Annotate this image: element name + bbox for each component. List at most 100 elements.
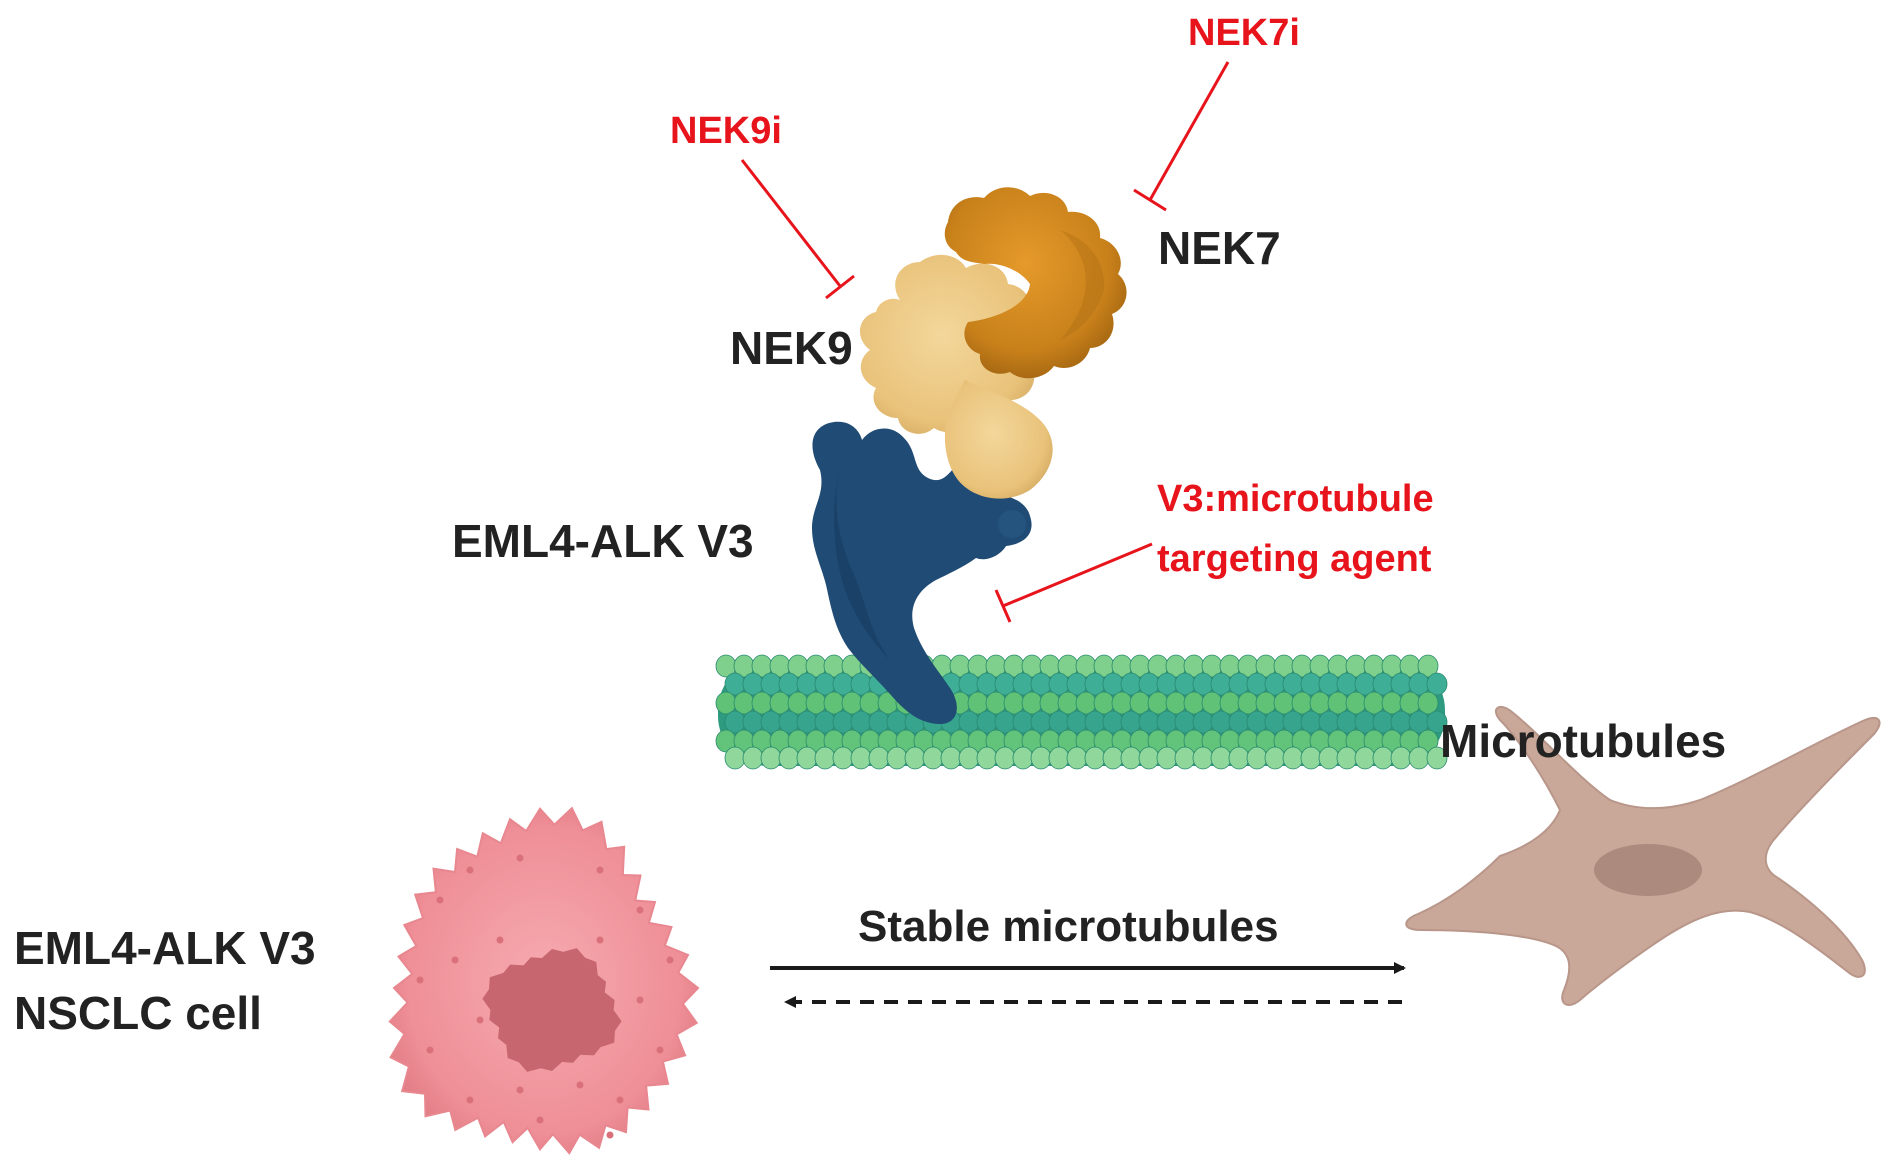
tubulin-subunit — [1174, 710, 1196, 734]
tubulin-subunit — [724, 710, 746, 734]
tubulin-subunit — [1003, 691, 1025, 715]
tubulin-subunit — [1102, 710, 1124, 734]
nsclc-cell-granules — [416, 854, 674, 1139]
tubulin-subunit — [1138, 672, 1160, 696]
tubulin-subunit — [859, 691, 881, 715]
tubulin-subunit — [1120, 746, 1142, 770]
tubulin-subunit — [976, 746, 998, 770]
tubulin-subunit — [985, 691, 1007, 715]
tubulin-subunit — [1273, 691, 1295, 715]
mta-inhibition-line — [1002, 542, 1153, 608]
tubulin-subunit — [1408, 672, 1430, 696]
cell-granule — [476, 1016, 484, 1024]
tubulin-subunit — [1426, 672, 1448, 696]
tubulin-subunit — [715, 691, 737, 715]
tubulin-subunit — [1228, 710, 1250, 734]
tubulin-subunit — [1381, 691, 1403, 715]
tubulin-subunit — [1048, 746, 1070, 770]
cell-label-line2: NSCLC cell — [14, 987, 262, 1039]
cell-granule — [516, 854, 524, 862]
tubulin-subunit — [1390, 746, 1412, 770]
tubulin-subunit — [1156, 746, 1178, 770]
tubulin-subunit — [1228, 746, 1250, 770]
tubulin-subunit — [1318, 746, 1340, 770]
tubulin-subunit — [751, 691, 773, 715]
tubulin-subunit — [1066, 710, 1088, 734]
tubulin-subunit — [1030, 672, 1052, 696]
tubulin-subunit — [1102, 672, 1124, 696]
tubulin-subunit — [760, 672, 782, 696]
tubulin-subunit — [1030, 746, 1052, 770]
tubulin-subunit — [1390, 672, 1412, 696]
tubulin-subunit — [778, 672, 800, 696]
tubulin-subunit — [958, 746, 980, 770]
tubulin-subunit — [1093, 691, 1115, 715]
tubulin-subunit — [1201, 691, 1223, 715]
tubulin-subunit — [1336, 746, 1358, 770]
tubulin-subunit — [841, 691, 863, 715]
tubulin-subunit — [1372, 746, 1394, 770]
tubulin-subunit — [760, 746, 782, 770]
tubulin-subunit — [778, 710, 800, 734]
tubulin-subunit — [967, 691, 989, 715]
tubulin-subunit — [1066, 672, 1088, 696]
tubulin-subunit — [1048, 710, 1070, 734]
tubulin-subunit — [1084, 672, 1106, 696]
cell-granule — [596, 936, 604, 944]
tubulin-subunit — [1102, 746, 1124, 770]
tubulin-subunit — [1084, 746, 1106, 770]
tubulin-subunit — [1075, 691, 1097, 715]
tubulin-subunit — [1318, 710, 1340, 734]
tubulin-subunit — [922, 746, 944, 770]
cell-granule — [656, 1046, 664, 1054]
mesenchymal-cell-illustration — [1405, 705, 1881, 1006]
tubulin-subunit — [958, 710, 980, 734]
tubulin-subunit — [1210, 710, 1232, 734]
cell-label-line1: EML4-ALK V3 — [14, 922, 316, 974]
tubulin-subunit — [733, 691, 755, 715]
tubulin-subunit — [1192, 710, 1214, 734]
tubulin-subunit — [832, 672, 854, 696]
cell-granule — [466, 1096, 474, 1104]
nek9i-inhibition-bar — [825, 274, 855, 300]
tubulin-subunit — [994, 746, 1016, 770]
tubulin-subunit — [1408, 746, 1430, 770]
tubulin-subunit — [1282, 672, 1304, 696]
tubulin-subunit — [958, 672, 980, 696]
transition-arrows — [770, 962, 1406, 1008]
cell-granule — [416, 976, 424, 984]
mta-inhibition-bar — [994, 589, 1012, 623]
tubulin-subunit — [814, 672, 836, 696]
cell-granule — [576, 1081, 584, 1089]
tubulin-subunit — [1264, 710, 1286, 734]
tubulin-subunit — [1282, 710, 1304, 734]
tubulin-subunit — [976, 672, 998, 696]
tubulin-subunit — [832, 746, 854, 770]
tubulin-subunit — [1363, 691, 1385, 715]
nek7-label: NEK7 — [1158, 222, 1281, 274]
tubulin-subunit — [760, 710, 782, 734]
tubulin-subunit — [1192, 746, 1214, 770]
nek7i-inhibition-bar — [1133, 188, 1167, 212]
tubulin-subunit — [976, 710, 998, 734]
tubulin-subunit — [1255, 691, 1277, 715]
tubulin-subunit — [1372, 672, 1394, 696]
tubulin-subunit — [1426, 746, 1448, 770]
nek9-label: NEK9 — [730, 322, 853, 374]
tubulin-subunit — [1300, 710, 1322, 734]
tubulin-subunit — [1327, 691, 1349, 715]
tubulin-subunit — [796, 672, 818, 696]
mta-label-line1: V3:microtubule — [1157, 478, 1434, 520]
nsclc-cell-illustration — [388, 806, 700, 1155]
tubulin-subunit — [778, 746, 800, 770]
tubulin-subunit — [724, 746, 746, 770]
tubulin-subunit — [1192, 672, 1214, 696]
tubulin-subunit — [868, 746, 890, 770]
tubulin-subunit — [1174, 746, 1196, 770]
cell-granule — [596, 866, 604, 874]
cell-granule — [636, 996, 644, 1004]
tubulin-subunit — [868, 710, 890, 734]
tubulin-subunit — [796, 746, 818, 770]
tubulin-subunit — [886, 746, 908, 770]
